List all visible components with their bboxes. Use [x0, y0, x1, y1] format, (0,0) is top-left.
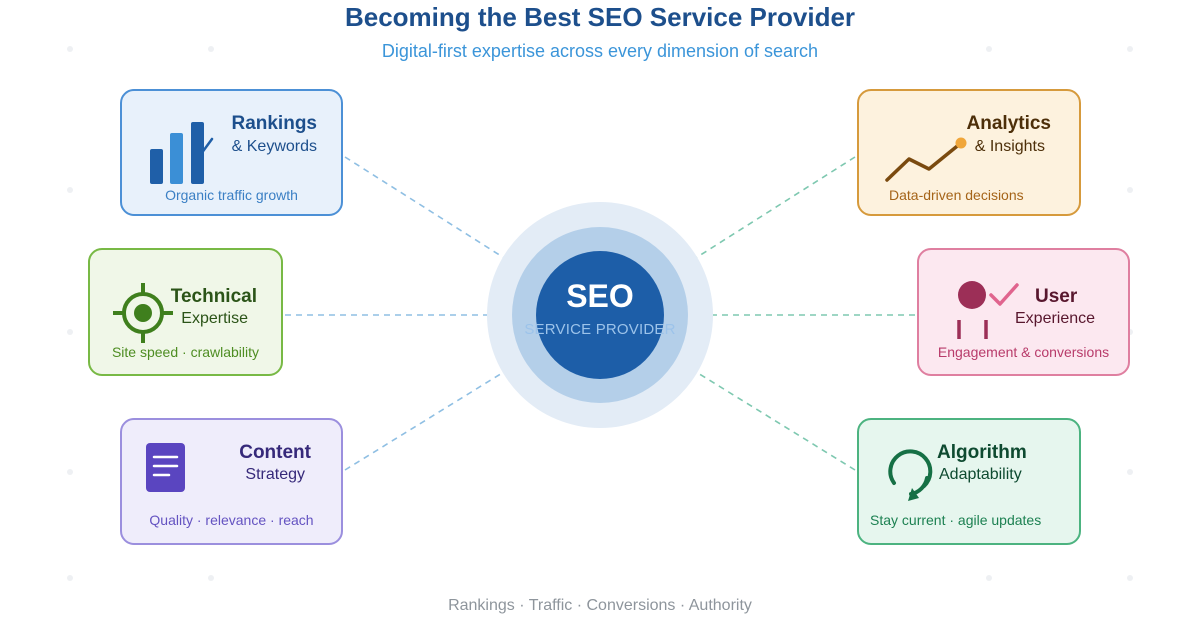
card-user-description: Engagement & conversions: [937, 344, 1110, 360]
card-algorithm-description: Stay current · agile updates: [870, 512, 1042, 528]
card-technical-heading: Technical: [170, 286, 257, 307]
card-rankings-subheading: & Keywords: [231, 138, 317, 155]
card-algorithm: Algorithm Adaptability Stay current · ag…: [857, 418, 1081, 545]
connector-algorithm: [679, 361, 856, 471]
card-technical: Technical Expertise Site speed · crawlab…: [88, 248, 283, 376]
card-content-heading: Content: [239, 442, 311, 463]
card-rankings: Rankings & Keywords Organic traffic grow…: [120, 89, 343, 216]
card-content-description: Quality · relevance · reach: [149, 512, 314, 528]
card-algorithm-subheading: Adaptability: [939, 466, 1022, 483]
line-chart-icon: [885, 137, 967, 182]
card-rankings-description: Organic traffic growth: [165, 187, 298, 203]
connector-content: [344, 361, 521, 471]
document-icon: [146, 443, 185, 492]
footer-tagline: Rankings · Traffic · Conversions · Autho…: [448, 597, 752, 614]
card-content-subheading: Strategy: [245, 466, 305, 483]
target-icon: [113, 283, 173, 343]
connector-analytics: [679, 156, 856, 269]
bar-chart-icon: [150, 122, 214, 184]
card-technical-subheading: Expertise: [181, 310, 248, 327]
card-user-heading: User: [1035, 286, 1078, 307]
card-rankings-heading: Rankings: [231, 113, 317, 134]
card-technical-description: Site speed · crawlability: [111, 344, 260, 360]
hub-subtitle: SERVICE PROVIDER: [524, 321, 676, 338]
card-analytics-subheading: & Insights: [974, 138, 1045, 155]
card-analytics-heading: Analytics: [966, 113, 1051, 134]
card-algorithm-heading: Algorithm: [937, 442, 1027, 463]
card-content: Content Strategy Quality · relevance · r…: [120, 418, 343, 545]
connector-rankings: [344, 156, 521, 269]
user-check-icon: [957, 281, 1019, 339]
card-user-subheading: Experience: [1015, 310, 1096, 327]
diagram-title: Becoming the Best SEO Service Provider: [344, 2, 856, 32]
diagram-subtitle: Digital-first expertise across every dim…: [381, 41, 819, 61]
card-user: User Experience Engagement & conversions: [917, 248, 1130, 376]
refresh-icon: [888, 449, 933, 501]
hub-title: SEO: [566, 278, 634, 314]
card-analytics-description: Data-driven decisions: [889, 187, 1024, 203]
card-analytics: Analytics & Insights Data-driven decisio…: [857, 89, 1081, 216]
